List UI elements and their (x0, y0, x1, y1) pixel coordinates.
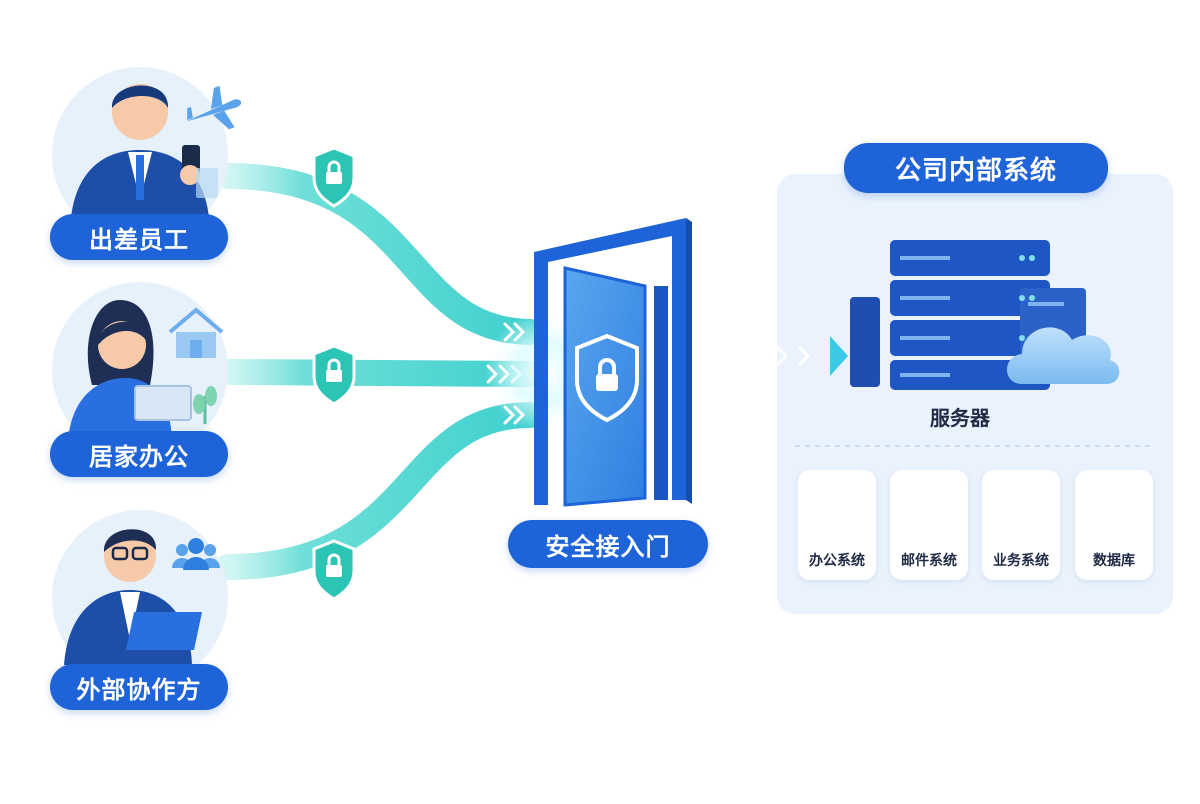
traveling-employee-avatar (52, 67, 228, 243)
internal-systems-panel (777, 174, 1173, 614)
user-label-traveling-employee: 出差员工 (50, 214, 228, 260)
output-arrowhead (830, 336, 848, 376)
gateway-label: 安全接入门 (508, 520, 708, 568)
app-label-office: 办公系统 (809, 553, 865, 569)
flow-paths (215, 163, 848, 580)
secure-gateway-door (485, 218, 692, 507)
server-label: 服务器 (930, 406, 990, 430)
remote-worker-avatar (52, 282, 228, 458)
user-label-remote-worker: 居家办公 (50, 431, 228, 477)
house-icon (168, 307, 224, 358)
flow-path-travel (215, 163, 543, 345)
lock-shield-icon (312, 539, 356, 601)
app-card-database: 数据库 (1075, 470, 1153, 580)
external-partner-avatar (52, 510, 228, 686)
app-card-office: 办公系统 (798, 470, 876, 580)
cloud-icon (1007, 327, 1120, 384)
app-card-business: 业务系统 (982, 470, 1060, 580)
app-label-business: 业务系统 (993, 553, 1049, 569)
plane-icon (185, 85, 242, 130)
user-label-external-partner: 外部协作方 (50, 664, 228, 710)
lock-shield-icon (312, 146, 356, 208)
internal-systems-title: 公司内部系统 (844, 143, 1108, 193)
group-icon (172, 538, 220, 570)
app-card-mail: 邮件系统 (890, 470, 968, 580)
app-label-mail: 邮件系统 (901, 553, 957, 569)
lock-shield-icon (312, 344, 356, 406)
flow-path-partner (215, 402, 543, 580)
flow-path-home (215, 359, 543, 387)
app-label-database: 数据库 (1093, 553, 1135, 569)
plant-icon (193, 386, 217, 424)
shield-lock-icon (575, 333, 639, 423)
